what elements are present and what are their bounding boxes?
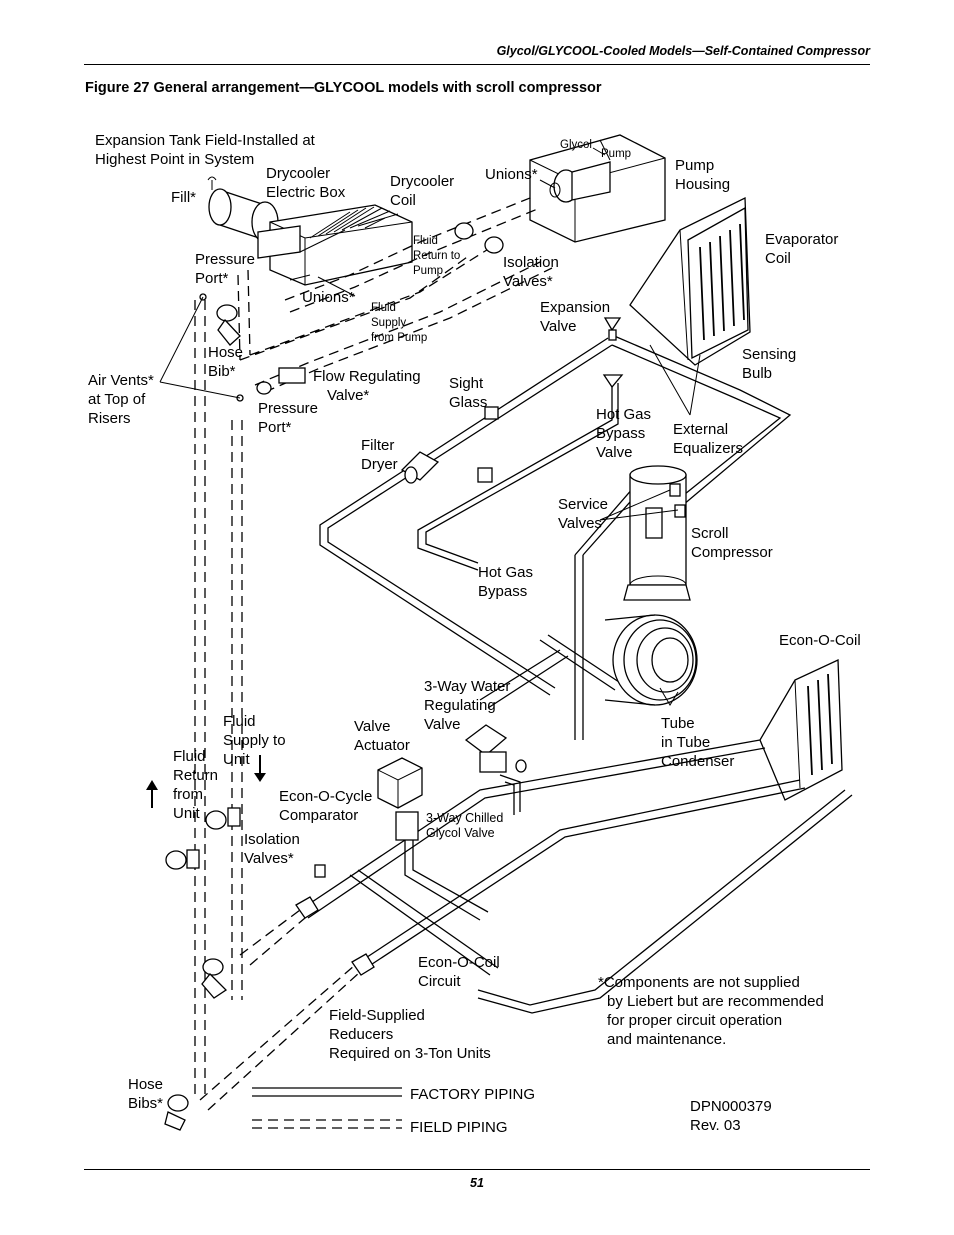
legend-field-piping: FIELD PIPING	[252, 1119, 508, 1136]
leader-lines	[159, 179, 701, 521]
page-number: 51	[470, 1176, 484, 1190]
drycooler	[257, 204, 413, 286]
three-way-water-regulating-valve	[464, 724, 527, 773]
isolation-valves-top	[454, 222, 504, 254]
valve-actuator	[377, 757, 423, 809]
legend-field-piping-label: FIELD PIPING	[410, 1119, 508, 1136]
econ-o-cycle-comparator	[314, 864, 326, 878]
hot-gas-bypass-valve	[602, 374, 624, 389]
isolation-valves-bottom	[165, 807, 241, 870]
running-header: Glycol/GLYCOOL-Cooled Models—Self-Contai…	[496, 44, 870, 58]
label-fill: Fill*	[171, 189, 196, 206]
legend: FACTORY PIPING FIELD PIPING	[252, 1086, 535, 1136]
header-rule	[84, 64, 870, 65]
factory-piping-glycol	[299, 649, 853, 1014]
filter-dryer	[400, 451, 440, 484]
label-unions-top: Unions*	[485, 166, 538, 183]
hose-bibs-bottom	[164, 958, 228, 1131]
sight-glass	[484, 406, 499, 420]
legend-factory-piping: FACTORY PIPING	[252, 1086, 535, 1103]
footer-rule	[84, 1169, 870, 1170]
econ-o-coil	[759, 658, 843, 801]
air-vents	[199, 293, 244, 402]
legend-factory-piping-label: FACTORY PIPING	[410, 1086, 535, 1103]
factory-piping-refrigerant	[319, 334, 792, 740]
scroll-compressor	[623, 465, 691, 601]
label-glycol-pump: GlycolPump	[560, 139, 631, 160]
field-piping-upper	[194, 195, 553, 1100]
figure-title: Figure 27 General arrangement—GLYCOOL mo…	[85, 80, 602, 96]
expansion-valve	[603, 317, 622, 341]
glycol-pump-housing	[529, 134, 666, 243]
reducers	[295, 896, 375, 976]
field-piping-lower	[199, 909, 361, 1111]
hose-bib-top	[216, 304, 241, 346]
service-valve-mid	[477, 467, 493, 483]
arrow-down-icon	[254, 755, 266, 782]
three-way-chilled-glycol-valve	[395, 811, 419, 841]
flow-regulating-valve	[256, 367, 306, 395]
evaporator-coil	[629, 196, 751, 366]
label-unions-mid: Unions*	[302, 289, 355, 306]
expansion-tank	[207, 176, 279, 243]
label-econ-o-coil: Econ-O-Coil	[779, 632, 861, 649]
arrow-up-icon	[146, 780, 158, 808]
tube-in-tube-condenser	[604, 614, 698, 706]
